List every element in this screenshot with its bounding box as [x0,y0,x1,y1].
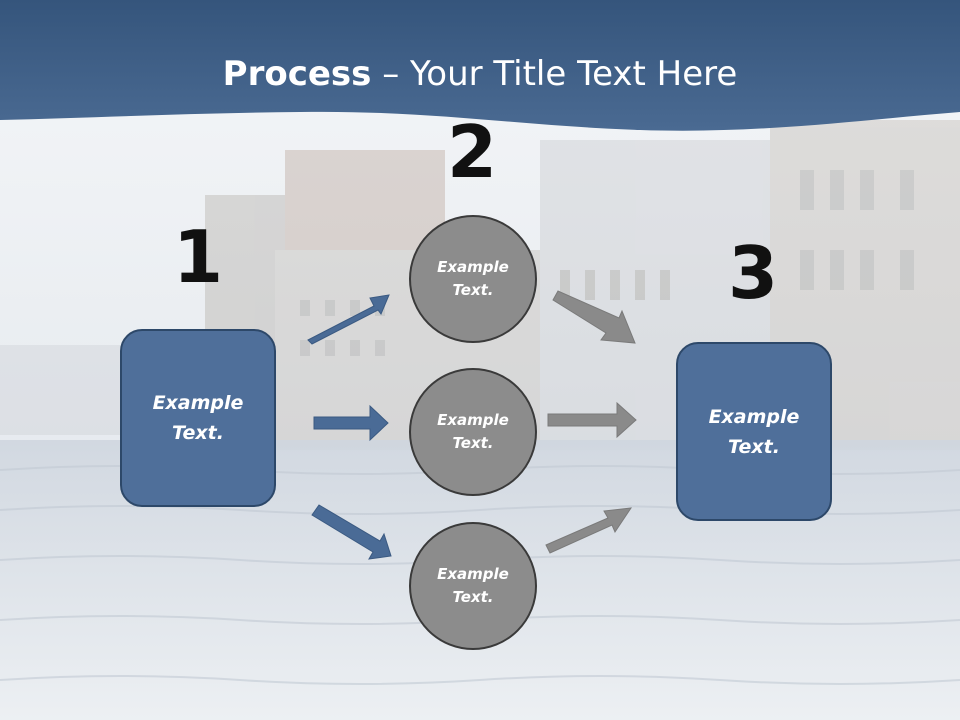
circle-bottom-text-line2: Text. [452,588,494,606]
circle-top-text-line1: Example [437,258,509,276]
step-2-circle-top: Example Text. [409,215,537,343]
title-rest: Your Title Text Here [410,54,738,94]
title-bold: Process [222,54,372,94]
arrow-middle-to-3 [547,401,637,439]
step-number-1: 1 [172,215,224,299]
arrow-top-to-3 [552,290,636,344]
circle-top-text-line2: Text. [452,281,494,299]
step-3-text-line1: Example [708,405,800,428]
step-1-text-line1: Example [152,392,244,414]
arrow-bottom-to-3 [545,507,633,554]
step-1-box: Example Text. [120,329,276,507]
step-1-text-line2: Text. [172,422,224,444]
circle-bottom-text-line1: Example [437,565,509,583]
step-2-circle-bottom: Example Text. [409,522,537,650]
step-2-circle-middle: Example Text. [409,368,537,496]
step-3-box: Example Text. [676,342,832,521]
header-band [0,0,960,131]
step-3-text-line2: Text. [728,435,780,458]
step-number-2: 2 [446,110,498,194]
circle-middle-text-line1: Example [437,411,509,429]
circle-middle-text-line2: Text. [452,434,494,452]
step-number-3: 3 [727,231,779,315]
arrow-1-to-middle [313,404,389,442]
title-dash: – [382,54,400,94]
slide-title: Process – Your Title Text Here [0,52,960,96]
arrow-1-to-top [307,294,390,345]
arrow-1-to-bottom [311,504,392,560]
